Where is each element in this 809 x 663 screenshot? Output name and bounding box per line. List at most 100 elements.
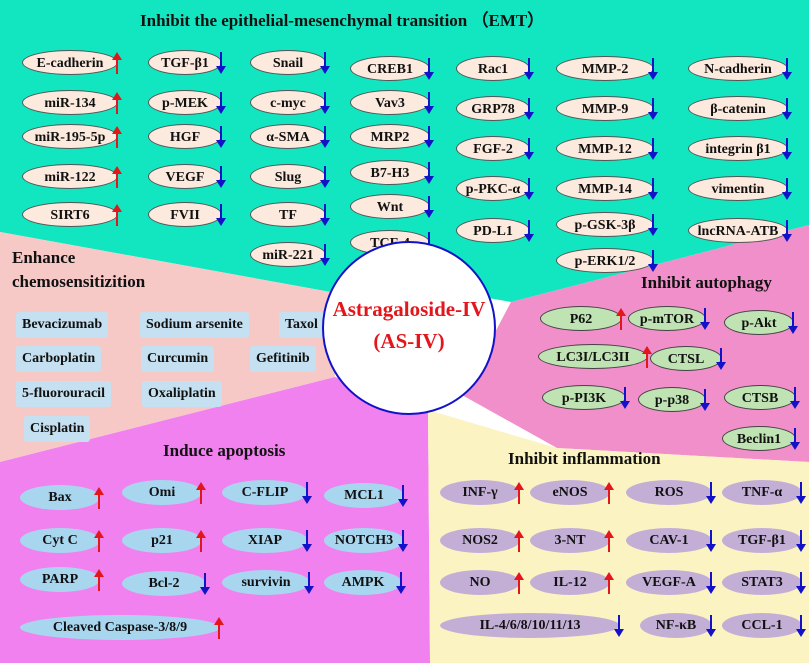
down-arrow-icon — [614, 615, 624, 637]
down-arrow-icon — [200, 573, 210, 595]
emt-pill-label: β-catenin — [710, 102, 766, 117]
center-circle: Astragaloside-IV (AS-IV) — [322, 241, 496, 415]
down-arrow-icon — [648, 214, 658, 236]
emt-pill: MMP-2 — [556, 56, 654, 81]
down-arrow-icon — [782, 178, 792, 200]
emt-pill: miR-195-5p — [22, 124, 118, 149]
down-arrow-icon — [216, 204, 226, 226]
down-arrow-icon — [782, 58, 792, 80]
up-arrow-icon — [514, 482, 524, 504]
emt-pill-label: B7-H3 — [370, 166, 410, 181]
down-arrow-icon — [320, 204, 330, 226]
down-arrow-icon — [424, 92, 434, 114]
apoptosis-pill: XIAP — [222, 528, 308, 553]
autophagy-pill-label: p-mTOR — [639, 312, 695, 327]
apoptosis-pill: AMPK — [324, 570, 402, 595]
emt-pill-label: p-PKC-α — [465, 182, 521, 197]
inflammation-pill: IL-4/6/8/10/11/13 — [440, 613, 620, 638]
inflammation-pill: IL-12 — [530, 570, 610, 595]
inflammation-pill-label: CAV-1 — [649, 533, 689, 548]
emt-pill-label: vimentin — [711, 182, 765, 197]
drug-badge: 5-fluorouracil — [16, 381, 111, 407]
up-arrow-icon — [214, 617, 224, 639]
apoptosis-pill-label: MCL1 — [344, 488, 384, 503]
up-arrow-icon — [604, 572, 614, 594]
autophagy-pill-label: CTSL — [667, 352, 705, 367]
up-arrow-icon — [196, 530, 206, 552]
down-arrow-icon — [320, 166, 330, 188]
emt-pill-label: SIRT6 — [50, 208, 90, 223]
emt-pill-label: p-ERK1/2 — [574, 254, 636, 269]
apoptosis-pill: PARP — [20, 567, 100, 592]
apoptosis-pill-label: AMPK — [341, 575, 385, 590]
emt-pill: miR-122 — [22, 164, 118, 189]
apoptosis-pill-label: PARP — [41, 572, 79, 587]
emt-pill: Wnt — [350, 194, 430, 219]
inflammation-pill: ROS — [626, 480, 712, 505]
center-subtitle: (AS-IV) — [373, 329, 445, 353]
inflammation-pill-label: TGF-β1 — [738, 533, 786, 548]
drug-badge: Taxol — [279, 312, 324, 338]
drug-badge: Sodium arsenite — [140, 312, 249, 338]
apoptosis-pill: Bcl-2 — [122, 571, 206, 596]
inflammation-pill-label: NOS2 — [462, 533, 498, 548]
up-arrow-icon — [604, 530, 614, 552]
apoptosis-pill: Cyt C — [20, 528, 100, 553]
emt-pill: Rac1 — [456, 56, 530, 81]
emt-pill: TGF-β1 — [148, 50, 222, 75]
down-arrow-icon — [788, 312, 798, 334]
emt-pill: GRP78 — [456, 96, 530, 121]
apoptosis-pill: Omi — [122, 480, 202, 505]
inflammation-pill: NO — [440, 570, 520, 595]
emt-pill-label: c-myc — [270, 96, 306, 111]
down-arrow-icon — [796, 482, 806, 504]
down-arrow-icon — [424, 196, 434, 218]
inflammation-pill: NOS2 — [440, 528, 520, 553]
emt-pill: B7-H3 — [350, 160, 430, 185]
down-arrow-icon — [782, 138, 792, 160]
emt-pill-label: TF — [279, 208, 297, 223]
down-arrow-icon — [398, 530, 408, 552]
down-arrow-icon — [790, 428, 800, 450]
up-arrow-icon — [196, 482, 206, 504]
apoptosis-pill: survivin — [222, 570, 310, 595]
autophagy-pill: p-Akt — [724, 310, 794, 335]
inflammation-pill-label: IL-4/6/8/10/11/13 — [479, 618, 581, 633]
emt-pill: MMP-9 — [556, 96, 654, 121]
inflammation-title: Inhibit inflammation — [508, 449, 661, 468]
autophagy-pill-label: P62 — [569, 312, 593, 327]
chemo-title-line2: chemosensitizition — [12, 272, 146, 291]
apoptosis-pill: Cleaved Caspase-3/8/9 — [20, 615, 220, 640]
emt-pill-label: MMP-2 — [581, 62, 629, 77]
down-arrow-icon — [524, 58, 534, 80]
apoptosis-pill-label: Omi — [148, 485, 176, 500]
down-arrow-icon — [216, 126, 226, 148]
autophagy-pill: p-p38 — [638, 387, 706, 412]
apoptosis-pill: NOTCH3 — [324, 528, 404, 553]
down-arrow-icon — [790, 387, 800, 409]
down-arrow-icon — [796, 572, 806, 594]
autophagy-pill-label: CTSB — [741, 391, 779, 406]
down-arrow-icon — [424, 126, 434, 148]
down-arrow-icon — [524, 178, 534, 200]
inflammation-pill-label: STAT3 — [741, 575, 783, 590]
emt-pill: MMP-12 — [556, 136, 654, 161]
emt-pill: E-cadherin — [22, 50, 118, 75]
down-arrow-icon — [648, 250, 658, 272]
autophagy-pill-label: p-PI3K — [561, 391, 607, 406]
up-arrow-icon — [514, 530, 524, 552]
down-arrow-icon — [648, 138, 658, 160]
up-arrow-icon — [94, 569, 104, 591]
down-arrow-icon — [796, 615, 806, 637]
emt-pill-label: Snail — [272, 56, 304, 71]
inflammation-pill: NF-κB — [640, 613, 712, 638]
emt-pill: c-myc — [250, 90, 326, 115]
up-arrow-icon — [604, 482, 614, 504]
inflammation-pill: STAT3 — [722, 570, 802, 595]
down-arrow-icon — [524, 138, 534, 160]
emt-pill: MMP-14 — [556, 176, 654, 201]
down-arrow-icon — [398, 485, 408, 507]
up-arrow-icon — [112, 52, 122, 74]
inflammation-pill-label: VEGF-A — [642, 575, 696, 590]
